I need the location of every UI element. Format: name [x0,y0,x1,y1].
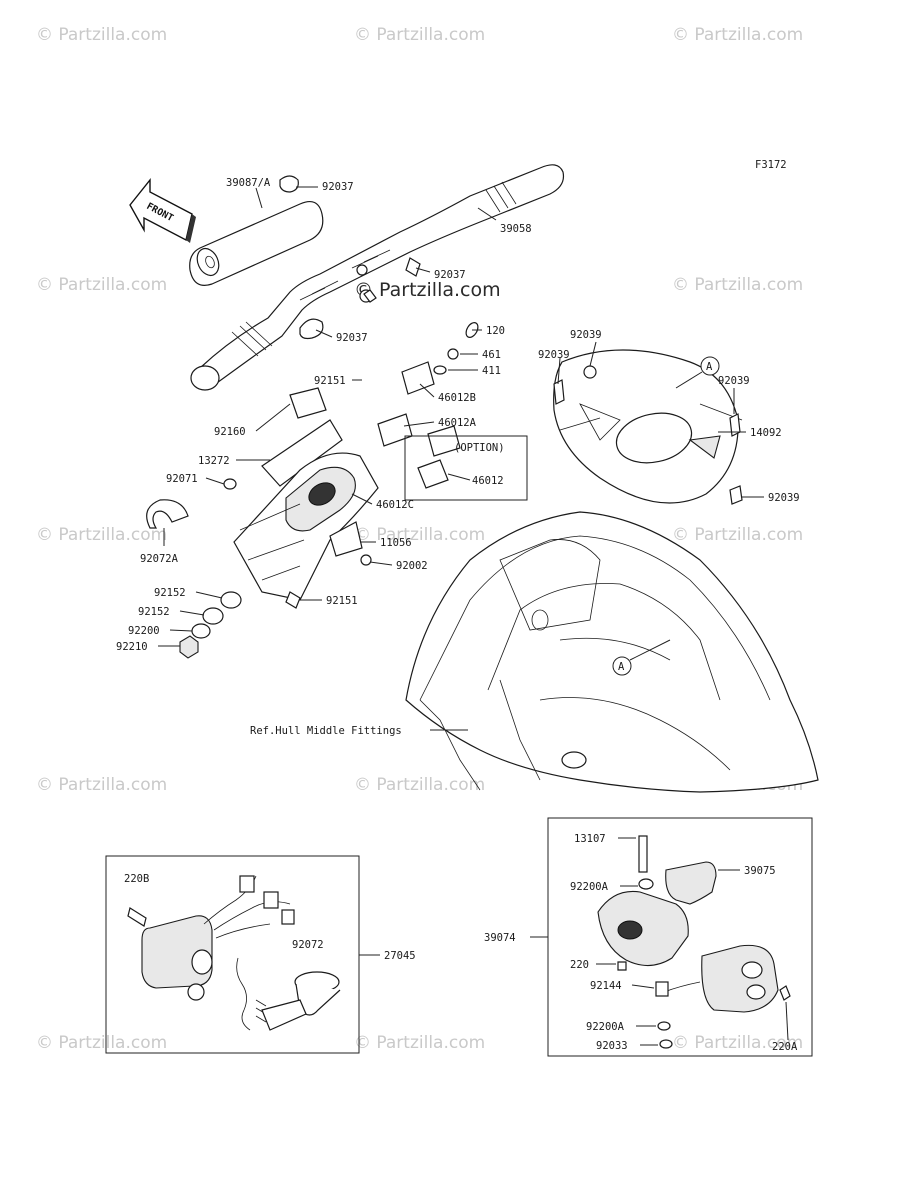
watermark: © Partzilla.com [672,25,803,45]
option-box: (OPTION) [404,435,528,501]
zip-tie [146,499,189,529]
part-label: 92152 [154,587,186,599]
watermark: © Partzilla.com [672,1033,803,1053]
part-label: 92072A [140,553,179,565]
part-label: 13107 [574,833,606,845]
part-label: 92144 [590,980,622,992]
part-label: 92200A [586,1021,625,1033]
part-label: 92160 [214,426,246,438]
part-label: 220B [124,873,149,885]
part-label: 92210 [116,641,148,653]
part-label: 92033 [596,1040,628,1052]
figure-code: F3172 [755,159,787,171]
part-label: 92151 [314,375,346,387]
steering-stem-assembly [179,289,479,659]
watermark: © Partzilla.com [672,525,803,545]
part-label: 27045 [384,950,416,962]
part-label: 92071 [166,473,198,485]
option-label: (OPTION) [454,442,505,454]
watermark: © Partzilla.com [36,25,167,45]
part-label: 92072 [292,939,324,951]
watermark: © Partzilla.com [36,275,167,295]
stop-switch-box [105,855,380,1054]
part-label: 11056 [380,537,412,549]
clip-parts [279,175,421,340]
part-label: 92039 [718,375,750,387]
reference-note: Ref.Hull Middle Fittings [250,725,402,737]
part-label: 220A [772,1041,798,1053]
callout-letter: A [706,361,713,373]
part-label: 92200A [570,881,609,893]
part-label: 92037 [434,269,466,281]
watermark: © Partzilla.com [354,25,485,45]
center-watermark: © Partzilla.com [354,279,501,301]
part-label: 92039 [768,492,800,504]
hull-body [405,511,819,793]
front-arrow-icon: FRONT [129,178,196,243]
part-label: 92037 [336,332,368,344]
part-label: 411 [482,365,501,377]
part-label: 92152 [138,606,170,618]
part-label: 92039 [570,329,602,341]
watermark: © Partzilla.com [672,275,803,295]
part-label: 46012A [438,417,477,429]
part-label: 39074 [484,932,516,944]
part-label: 39058 [500,223,532,235]
throttle-assembly-box [530,817,813,1057]
part-label: 46012C [376,499,414,511]
part-label: 46012B [438,392,476,404]
part-label: 92200 [128,625,160,637]
part-label: 39087/A [226,177,271,189]
watermark: © Partzilla.com [354,525,485,545]
part-label: 13272 [198,455,230,467]
handlebar [190,164,565,391]
part-label: 92002 [396,560,428,572]
callout-circles: A A [612,356,720,676]
part-label: 461 [482,349,501,361]
part-label: 14092 [750,427,782,439]
handlebar-cover [553,349,743,505]
part-labels: 39087/A 92037 39058 92037 92037 120 461 … [116,177,800,1053]
callout-letter: A [618,661,625,673]
watermark: © Partzilla.com [36,775,167,795]
part-label: 46012 [472,475,504,487]
part-label: 220 [570,959,589,971]
watermark: © Partzilla.com [36,1033,167,1053]
watermark: © Partzilla.com [354,775,485,795]
part-label: 92037 [322,181,354,193]
part-label: 39075 [744,865,776,877]
part-label: 120 [486,325,505,337]
part-label: 92151 [326,595,358,607]
handlebar-pad [189,201,324,286]
watermark: © Partzilla.com [354,1033,485,1053]
watermark: © Partzilla.com [36,525,167,545]
part-label: 92039 [538,349,570,361]
leader-lines [158,186,764,731]
